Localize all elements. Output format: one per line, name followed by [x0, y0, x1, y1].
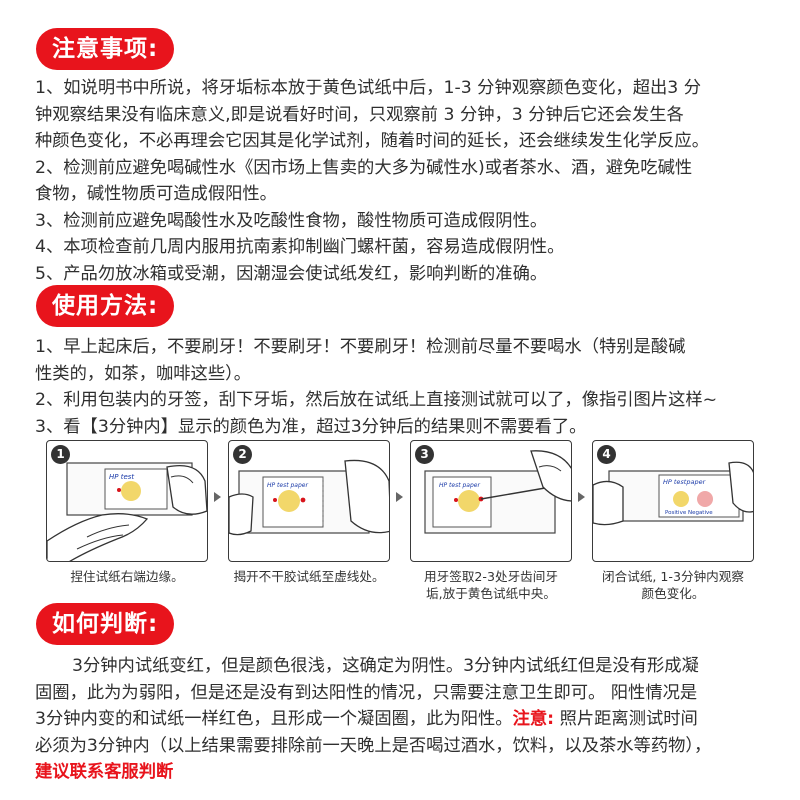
step-arrow-icon — [578, 492, 585, 502]
step-1-caption: 捏住试纸右端边缘。 — [70, 569, 184, 584]
usage-line: 1、早上起床后，不要刷牙！不要刷牙！不要刷牙！检测前尽量不要喝水（特别是酸碱 — [35, 337, 686, 357]
step-4-illustration: HP testpaper Positive Negative — [593, 461, 753, 526]
judge-text: 3分钟内试纸变红，但是颜色很浅，这确定为阴性。3分钟内试纸红但是没有形成凝 固圈… — [35, 653, 777, 786]
step-1-illustration: HP test — [47, 462, 207, 561]
usage-line: 2、利用包装内的牙签，刮下牙垢，然后放在试纸上直接测试就可以了，像指引图片这样~ — [35, 390, 718, 410]
notice-line: 钟观察结果没有临床意义,即是说看好时间，只观察前 3 分钟，3 分钟后它还会发生… — [35, 104, 684, 125]
notice-title: 注意事项: — [36, 28, 175, 70]
notice-line: 种颜色变化，不必再理会它因其是化学试剂，随着时间的延长，还会继续发生化学反应。 — [35, 131, 709, 151]
usage-line: 性类的，如茶，咖啡这些）。 — [35, 363, 252, 384]
step-3-image: HP test paper 3 — [410, 440, 572, 562]
notice-line: 3、检测前应避免喝酸性水及吃酸性食物，酸性物质可造成假阴性。 — [35, 210, 548, 231]
step-4-caption: 闭合试纸, 1-3分钟内观察 颜色变化。 — [602, 569, 744, 601]
step-4-brand: HP testpaper — [663, 478, 707, 486]
notice-line: 2、检测前应避免喝碱性水《因市场上售卖的大多为碱性水)或者茶水、酒，避免吃碱性 — [35, 157, 693, 178]
usage-text: 1、早上起床后，不要刷牙！不要刷牙！不要刷牙！检测前尽量不要喝水（特别是酸碱 性… — [35, 334, 777, 440]
notice-highlight: 注意: — [512, 709, 555, 729]
judge-title: 如何判断: — [36, 603, 175, 645]
step-1-image: HP test 1 — [46, 440, 208, 562]
notice-line: 5、产品勿放冰箱或受潮，因潮湿会使试纸发红，影响判断的准确。 — [35, 263, 548, 284]
step-2-illustration: HP test paper — [229, 459, 389, 536]
step-illustrations: HP test 1 HP test paper 2 — [46, 440, 754, 601]
step-3-brand: HP test paper — [439, 482, 480, 489]
judge-line: 必须为3分钟内（以上结果需要排除前一天晚上是否喝过酒水，饮料，以及茶水等药物）， — [35, 735, 712, 756]
notice-line: 食物，碱性物质可造成假阳性。 — [35, 184, 277, 204]
step-2-image: HP test paper 2 — [228, 440, 390, 562]
step-1-brand: HP test — [109, 473, 134, 481]
notice-line: 4、本项检查前几周内服用抗南素抑制幽门螺杆菌，容易造成假阴性。 — [35, 237, 565, 257]
step-number: 4 — [597, 445, 616, 464]
step-arrow-icon — [396, 492, 403, 502]
notice-line: 1、如说明书中所说，将牙垢标本放于黄色试纸中后，1-3 分钟观察颜色变化，超出3… — [35, 78, 702, 98]
step-4-image: HP testpaper Positive Negative 4 — [592, 440, 754, 562]
usage-line: 3、看【3分钟内】显示的颜色为准，超过3分钟后的结果则不需要看了。 — [35, 416, 587, 437]
step-3-illustration: HP test paper — [424, 450, 571, 534]
judge-line: 3分钟内变的和试纸一样红色，且形成一个凝固圈，此为阳性。注意: 照片距离测试时间 — [35, 709, 698, 729]
step-3-caption: 用牙签取2-3处牙齿间牙 垢,放于黄色试纸中央。 — [424, 569, 558, 601]
step-2-brand: HP test paper — [267, 482, 308, 489]
step-number: 3 — [415, 445, 434, 464]
judge-line: 3分钟内试纸变红，但是颜色很浅，这确定为阴性。3分钟内试纸红但是没有形成凝 — [72, 656, 699, 676]
step-4-strip-footer: Positive Negative — [665, 510, 713, 516]
step-2-caption: 揭开不干胶试纸至虚线处。 — [233, 569, 385, 584]
step-arrow-icon — [214, 492, 221, 502]
notice-text: 1、如说明书中所说，将牙垢标本放于黄色试纸中后，1-3 分钟观察颜色变化，超出3… — [35, 75, 777, 287]
step-number: 2 — [233, 445, 252, 464]
step-number: 1 — [51, 445, 70, 464]
contact-service-note: 建议联系客服判断 — [35, 762, 174, 782]
judge-line: 固圈，此为为弱阳，但是还是没有到达阳性的情况，只需要注意卫生即可。 阳性情况是 — [35, 682, 698, 703]
usage-title: 使用方法: — [36, 285, 175, 327]
